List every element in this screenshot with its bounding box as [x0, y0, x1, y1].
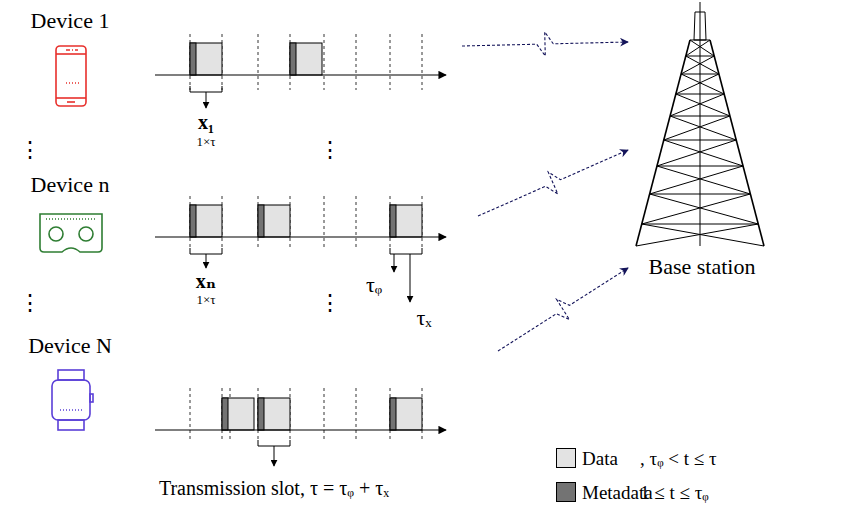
- legend-swatch: [556, 482, 576, 502]
- legend-swatch: [556, 448, 576, 468]
- device-name: Device N: [28, 333, 112, 359]
- slot-caption: Transmission slot, τ = τᵩ + τₓ: [159, 478, 389, 498]
- math-label: xₙ: [196, 271, 216, 291]
- device-group: Device n: [0, 172, 478, 254]
- base-station: Base station: [628, 0, 778, 284]
- device-name: Device n: [31, 172, 110, 198]
- tower-illustration: [636, 2, 764, 246]
- timelines: [155, 34, 446, 442]
- device-group: Device 1: [0, 8, 462, 90]
- phone-icon: [56, 46, 86, 106]
- watch-icon: [52, 370, 93, 430]
- legend-text: Metadata: [582, 483, 653, 502]
- brackets: [190, 86, 422, 466]
- vr-headset-icon: [40, 214, 102, 252]
- math-label: τᵩ: [366, 274, 382, 296]
- device-group: Device N: [0, 333, 498, 415]
- legend-condition: , τᵩ < t ≤ τ: [640, 449, 717, 468]
- math-label: 1×τ: [196, 135, 215, 148]
- wireless-link: [462, 32, 628, 56]
- math-label: x₁: [198, 112, 214, 132]
- wireless-link: [478, 150, 628, 216]
- wireless-link: [498, 268, 628, 351]
- device-name: Device 1: [31, 8, 110, 34]
- legend-text: Data: [582, 449, 618, 468]
- math-label: τₓ: [416, 307, 431, 329]
- math-label: ⋮: [19, 139, 41, 161]
- math-label: 1×τ: [196, 293, 215, 306]
- math-label: ⋮: [319, 139, 341, 161]
- math-label: ⋮: [19, 292, 41, 314]
- math-label: ⋮: [319, 292, 341, 314]
- station-name: Base station: [649, 254, 756, 280]
